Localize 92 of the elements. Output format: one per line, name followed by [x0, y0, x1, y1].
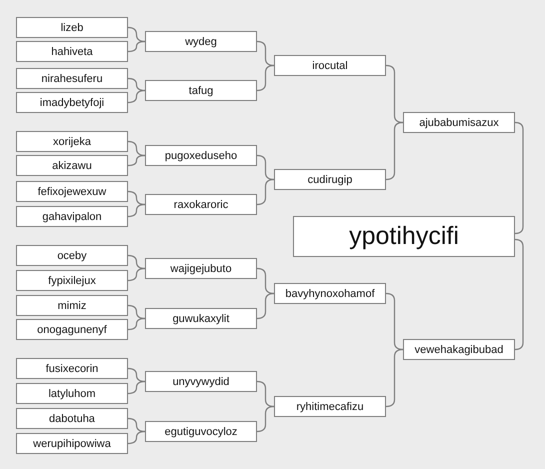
entry-name: pugoxeduseho: [164, 150, 238, 162]
bracket-box: [145, 80, 257, 101]
entry-name: unyvywydid: [172, 376, 230, 388]
entry-name: fusixecorin: [46, 362, 98, 374]
bracket-connector: [128, 418, 146, 432]
bracket-connector: [386, 348, 404, 408]
bracket-box: [16, 41, 128, 62]
bracket-connector: [514, 238, 524, 350]
bracket-connector: [128, 190, 146, 206]
entry-name: bavyhynoxohamof: [285, 288, 375, 300]
entry-name: werupihipowiwa: [33, 438, 111, 450]
bracket-connector: [128, 204, 146, 218]
bracket-box: [274, 396, 386, 417]
bracket-connector: [256, 40, 274, 66]
bracket-connector: [128, 318, 146, 330]
bracket-box: [145, 371, 257, 392]
entry-name: imadybetyfoji: [40, 96, 104, 108]
entry-name: tafug: [188, 84, 214, 96]
entry-name: fypixilejux: [48, 274, 96, 286]
entry-name: guwukaxylit: [172, 312, 230, 324]
entry-name: vewehakagibubad: [414, 344, 504, 356]
bracket-box: [16, 181, 128, 202]
bracket-connector: [256, 268, 274, 294]
bracket-connector: [128, 268, 146, 282]
bracket-connector: [128, 368, 146, 382]
bracket-box: [16, 92, 128, 113]
champion-box: [293, 216, 515, 257]
entry-name: akizawu: [52, 160, 92, 172]
bracket-box: [16, 319, 128, 340]
entry-name: ypotihycifi: [349, 222, 459, 251]
bracket-box: [16, 155, 128, 176]
bracket-connector: [128, 140, 146, 156]
bracket-connector: [256, 178, 274, 206]
entry-name: latyluhom: [48, 388, 96, 400]
entry-name: irocutal: [312, 60, 348, 72]
entry-name: fefixojewexuw: [38, 186, 106, 198]
bracket-connector: [256, 64, 274, 92]
entry-name: lizeb: [60, 22, 84, 34]
bracket-box: [16, 408, 128, 429]
bracket-connector: [514, 122, 524, 234]
bracket-box: [403, 112, 515, 133]
bracket-box: [16, 17, 128, 38]
bracket-box: [274, 283, 386, 304]
bracket-connector: [128, 40, 146, 52]
bracket-box: [16, 358, 128, 379]
bracket-connector: [386, 122, 404, 180]
bracket-box: [274, 55, 386, 76]
bracket-box: [145, 31, 257, 52]
bracket-box: [16, 206, 128, 227]
entry-name: egutiguvocyloz: [164, 426, 238, 438]
entry-name: raxokaroric: [174, 198, 228, 210]
bracket-box: [16, 383, 128, 404]
bracket-connector: [256, 406, 274, 432]
bracket-connector: [128, 26, 146, 42]
bracket-connector: [386, 64, 404, 124]
bracket-connector: [128, 254, 146, 270]
entry-name: nirahesuferu: [41, 72, 103, 84]
entry-name: oceby: [57, 250, 87, 262]
bracket-connector: [128, 430, 146, 444]
bracket-connector: [128, 304, 146, 320]
entry-name: wajigejubuto: [170, 262, 232, 274]
entry-name: wydeg: [185, 36, 217, 48]
bracket-box: [16, 295, 128, 316]
bracket-connector: [256, 380, 274, 408]
entry-name: mimiz: [58, 300, 86, 312]
bracket-connector: [256, 154, 274, 180]
bracket-box: [145, 194, 257, 215]
entry-name: cudirugip: [308, 174, 352, 186]
bracket-box: [16, 270, 128, 291]
bracket-box: [145, 145, 257, 166]
bracket-connector: [128, 90, 146, 104]
entry-name: gahavipalon: [42, 210, 102, 222]
entry-name: hahiveta: [51, 46, 93, 58]
bracket-box: [274, 169, 386, 190]
bracket-connector: [128, 154, 146, 166]
bracket-box: [16, 68, 128, 89]
bracket-connector: [386, 292, 404, 350]
bracket-box: [16, 245, 128, 266]
bracket-connector: [256, 292, 274, 320]
entry-name: onogagunenyf: [37, 324, 107, 336]
bracket-box: [16, 131, 128, 152]
bracket-box: [145, 308, 257, 329]
bracket-box: [403, 339, 515, 360]
bracket-box: [145, 421, 257, 442]
entry-name: ryhitimecafizu: [296, 400, 364, 412]
entry-name: xorijeka: [53, 136, 91, 148]
bracket-box: [16, 433, 128, 454]
bracket-connector: [128, 78, 146, 92]
entry-name: ajubabumisazux: [419, 116, 499, 128]
bracket-connector: [128, 380, 146, 394]
bracket-box: [145, 258, 257, 279]
entry-name: dabotuha: [49, 412, 95, 424]
